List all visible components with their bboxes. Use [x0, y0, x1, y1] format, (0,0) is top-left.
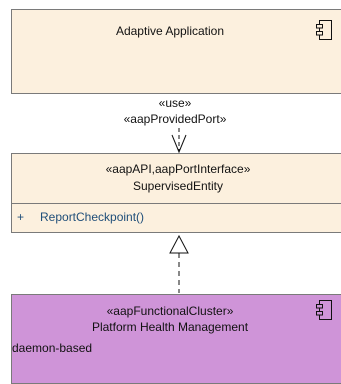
supervised-entity-name: SupervisedEntity: [132, 179, 224, 193]
adaptive-application-title: Adaptive Application: [115, 24, 225, 38]
supervised-entity-interface[interactable]: [11, 153, 341, 233]
functional-cluster-stereotype: «aapFunctionalCluster»: [106, 304, 234, 318]
operation-visibility: +: [17, 210, 25, 224]
operation-report-checkpoint[interactable]: ReportCheckpoint(): [40, 210, 145, 224]
connector-lines: [169, 128, 189, 293]
platform-health-management-component[interactable]: [11, 294, 341, 384]
use-stereotype-label: «use»: [158, 96, 192, 110]
realization-arrowhead: [169, 234, 189, 254]
platform-health-management-name: Platform Health Management: [91, 320, 249, 334]
provided-port-stereotype-label: «aapProvidedPort»: [123, 112, 227, 126]
component-icon: [316, 300, 332, 320]
use-dependency-arrowhead: [171, 134, 187, 154]
operations-divider: [11, 203, 341, 204]
component-icon: [316, 20, 332, 40]
supervised-entity-stereotype: «aapAPI,aapPortInterface»: [105, 162, 251, 176]
daemon-based-tag: daemon-based: [12, 341, 93, 355]
adaptive-application-component[interactable]: [11, 9, 341, 94]
